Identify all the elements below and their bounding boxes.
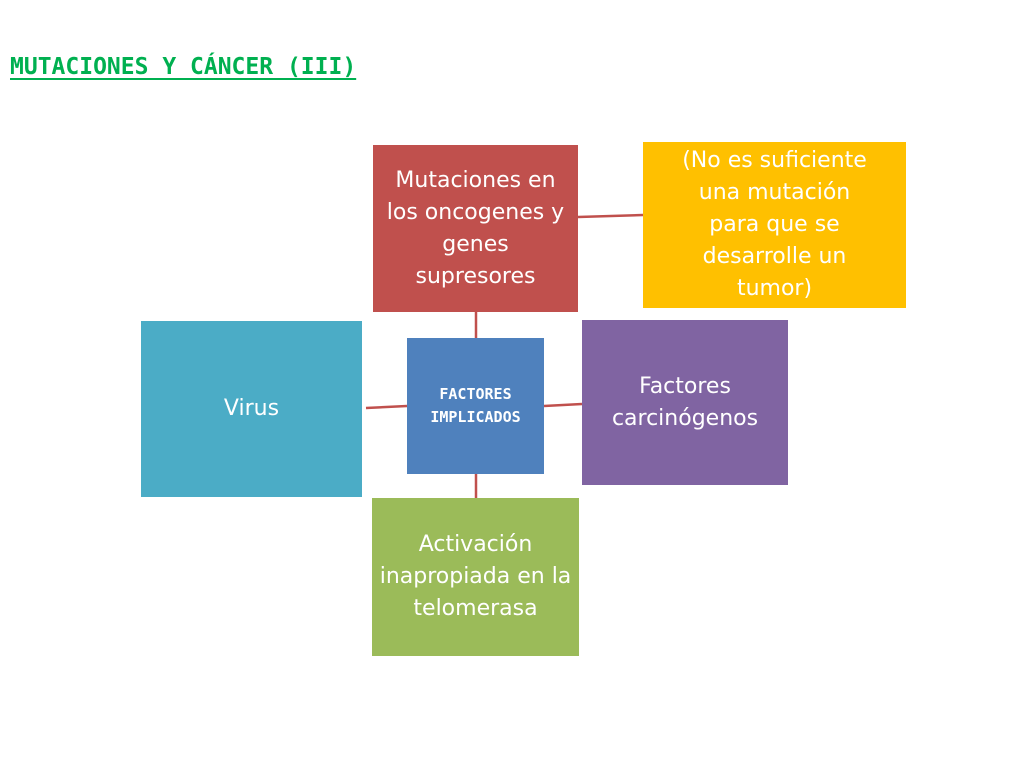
box-mutaciones: Mutaciones en los oncogenes y genes supr… <box>373 145 578 312</box>
box-factores-carcinogenos-label: Factores carcinógenos <box>611 373 759 431</box>
box-virus-label: Virus <box>223 396 280 421</box>
box-telomerasa-label: Activación inapropiada en la telomerasa <box>379 532 572 621</box>
box-note-label: (No es suficiente una mutación para que … <box>682 148 867 301</box>
box-note: (No es suficiente una mutación para que … <box>643 142 906 308</box>
box-factores-carcinogenos: Factores carcinógenos <box>582 320 788 485</box>
connector-note <box>577 213 644 219</box>
box-factores-implicados-label: FACTORES IMPLICADOS <box>430 385 521 426</box>
connector-left <box>365 404 408 410</box>
box-factores-implicados: FACTORES IMPLICADOS <box>407 338 544 474</box>
box-virus: Virus <box>141 321 362 497</box>
box-mutaciones-label: Mutaciones en los oncogenes y genes supr… <box>386 167 565 289</box>
connector-right <box>543 402 583 408</box>
slide-title: MUTACIONES Y CÁNCER (III) <box>10 54 357 80</box>
box-telomerasa: Activación inapropiada en la telomerasa <box>372 498 579 656</box>
